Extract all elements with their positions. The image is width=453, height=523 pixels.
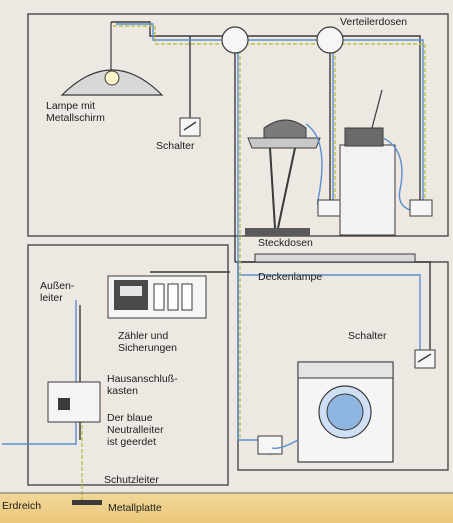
house-connection-box	[47, 381, 101, 423]
ground-system	[0, 443, 453, 505]
ceiling-lamp	[254, 253, 416, 263]
washing-machine	[271, 361, 394, 463]
outlets-label: Steckdosen	[258, 237, 313, 249]
ground-label: Erdreich	[2, 500, 42, 512]
radio-cabinet	[339, 89, 421, 236]
ironing-board	[245, 119, 331, 236]
meter-fuses-label: Zähler und Sicherungen	[118, 330, 177, 354]
switch-bottom-label: Schalter	[348, 330, 387, 342]
outer-conductor-label: Außen- leiter	[40, 280, 75, 304]
lamp-with-shade	[60, 22, 164, 96]
bottom-switch	[414, 349, 436, 369]
neutral-note-label: Der blaue Neutralleiter ist geerdet	[107, 412, 164, 448]
metal-plate-label: Metallplatte	[108, 502, 162, 514]
lamp-label: Lampe mit Metallschirm	[46, 100, 105, 124]
junction-boxes-label: Verteilerdosen	[340, 16, 408, 28]
top-switch	[179, 117, 201, 137]
outlets	[257, 199, 433, 455]
junction-boxes	[221, 26, 344, 54]
junction-box-1	[221, 26, 249, 54]
ground-soil	[0, 493, 453, 523]
meter-fuses	[107, 275, 207, 319]
metal-plate	[72, 500, 102, 505]
lower-left-room	[27, 244, 229, 486]
switch-top-label: Schalter	[156, 140, 195, 152]
junction-box-2	[316, 26, 344, 54]
connection-box-label: Hausanschluß- kasten	[107, 373, 178, 397]
ceiling-lamp-label: Deckenlampe	[258, 271, 323, 283]
protective-conductor-label: Schutzleiter	[104, 474, 159, 486]
